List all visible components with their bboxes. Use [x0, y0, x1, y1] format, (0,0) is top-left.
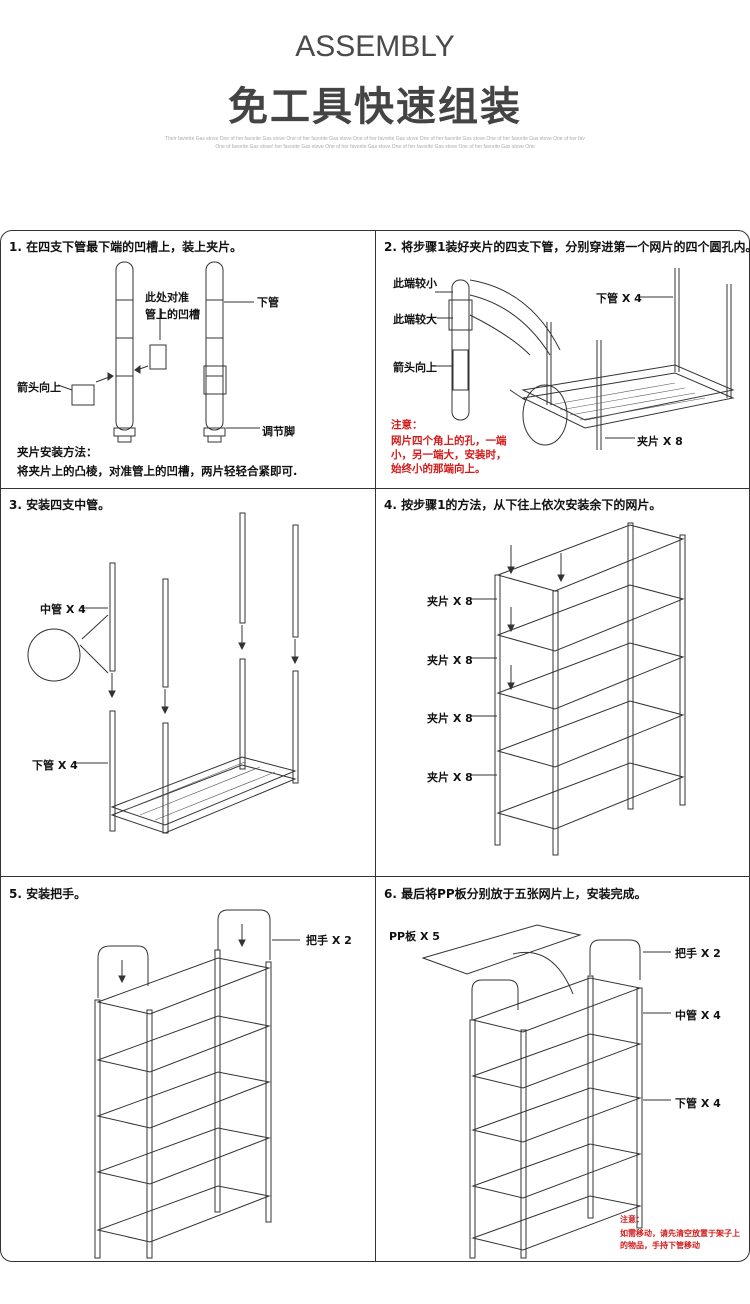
step-3-label-mid-tube: 中管 X 4: [40, 603, 86, 616]
step-5-label-handle: 把手 X 2: [306, 934, 352, 947]
step-1-desc-title: 夹片安装方法：: [17, 445, 98, 459]
step-3-label-lower-tube: 下管 X 4: [32, 759, 78, 772]
step-1-label-lower-tube: 下管: [257, 296, 279, 309]
step-6-note-title: 注意：: [620, 1215, 644, 1224]
step-1-desc-body: 将夹片上的凸棱，对准管上的凹槽，两片轻轻合紧即可.: [17, 464, 298, 478]
step-3-illustration: [27, 512, 299, 834]
header-title-cn: 免工具快速组装: [228, 84, 522, 130]
step-6-illustration: [421, 924, 671, 1259]
step-2-label-big-end: 此端较大: [393, 313, 437, 326]
step-6-title: 6. 最后将PP板分别放于五张网片上，安装完成。: [384, 887, 647, 901]
step-2-label-small-end: 此端较小: [393, 277, 437, 290]
step-4-label-clip-3: 夹片 X 8: [427, 712, 473, 725]
step-4-title: 4. 按步骤1的方法，从下往上依次安装余下的网片。: [384, 498, 662, 512]
step-2-label-lower-tube: 下管 X 4: [596, 292, 642, 305]
step-2-note-body: 网片四个角上的孔，一端小，另一端大，安装时，始终小的那端向上。: [391, 435, 507, 475]
step-2-label-clip: 夹片 X 8: [637, 435, 683, 448]
step-2-title: 2. 将步骤1装好夹片的四支下管，分别穿进第一个网片的四个圆孔内。: [384, 240, 750, 254]
row-divider-2: [0, 876, 750, 877]
step-6-label-handle: 把手 X 2: [675, 947, 721, 960]
step-1-illustration: [57, 261, 260, 443]
step-2-label-arrow-up: 箭头向上: [393, 361, 437, 374]
step-6-note-body: 如需移动，请先清空放置于架子上的物品，手持下管移动: [620, 1229, 740, 1250]
step-6-label-mid-tube: 中管 X 4: [675, 1009, 721, 1022]
step-2-note-title: 注意：: [391, 419, 423, 431]
step-1-title: 1. 在四支下管最下端的凹槽上，装上夹片。: [9, 240, 243, 254]
step-6-label-lower-tube: 下管 X 4: [675, 1097, 721, 1110]
header-title-en: ASSEMBLY: [295, 30, 455, 63]
step-1-label-foot: 调节脚: [262, 425, 295, 438]
column-divider: [375, 231, 376, 1261]
step-5-illustration: [94, 909, 300, 1259]
step-4-illustration: [472, 522, 686, 856]
step-6-label-pp: PP板 X 5: [389, 930, 440, 943]
step-3-title: 3. 安装四支中管。: [9, 498, 111, 512]
step-1-label-align: 此处对准 管上的凹槽: [145, 291, 200, 321]
step-4-label-clip-1: 夹片 X 8: [427, 595, 473, 608]
header-decor-line-1: Their favorite Gas stove One of her favo…: [165, 136, 585, 142]
step-4-label-clip-2: 夹片 X 8: [427, 654, 473, 667]
step-2-illustration: [435, 268, 735, 450]
step-1-label-arrow-up: 箭头向上: [17, 381, 61, 394]
step-5-title: 5. 安装把手。: [9, 887, 87, 901]
header-decor-line-2: One of favorite Gas stove! her favorite …: [215, 144, 535, 150]
row-divider-1: [0, 488, 750, 489]
step-4-label-clip-4: 夹片 X 8: [427, 771, 473, 784]
